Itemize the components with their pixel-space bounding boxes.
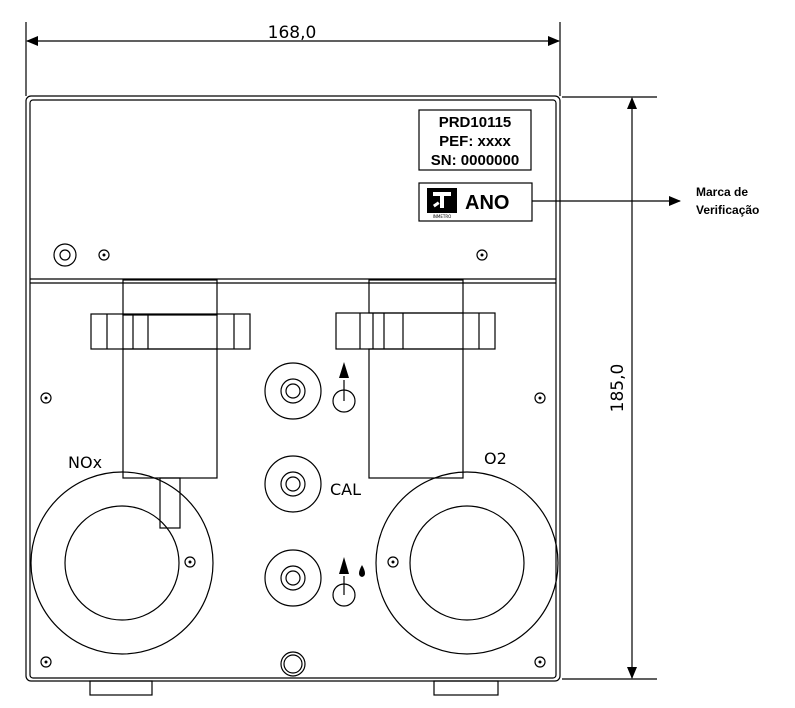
- left-foot: [89, 680, 153, 696]
- inmetro-logo-icon: INMETRO: [427, 188, 457, 219]
- right-foot: [433, 680, 499, 696]
- nox-label: NOx: [68, 453, 102, 472]
- id-plate: PRD10115 PEF: xxxx SN: 0000000: [418, 109, 532, 171]
- cal-label: CAL: [330, 480, 361, 499]
- screw-icon: [184, 556, 196, 568]
- inmetro-logo-text: INMETRO: [433, 214, 452, 219]
- screw-icon: [40, 392, 52, 404]
- gas-port-top: [264, 362, 322, 420]
- o2-sensor: O2: [335, 279, 559, 655]
- height-dimension: 185,0: [562, 96, 657, 680]
- top-left-connector: [53, 243, 77, 267]
- width-dimension: 168,0: [25, 22, 561, 96]
- gas-outlet-icon: [332, 557, 356, 607]
- verification-mark: INMETRO ANO Marca de Verificação: [418, 182, 759, 222]
- bottom-knob: [280, 651, 306, 677]
- id-plate-line1: PRD10115: [439, 114, 512, 131]
- screw-icon: [40, 656, 52, 668]
- id-plate-line2: PEF: xxxx: [439, 133, 511, 150]
- gas-inlet-icon: [332, 362, 356, 413]
- drop-icon: [359, 565, 365, 577]
- screw-icon: [387, 556, 399, 568]
- device-body: [25, 95, 561, 696]
- screw-icon: [534, 656, 546, 668]
- nox-sensor: NOx: [30, 279, 251, 655]
- verification-callout-line1: Marca de: [696, 185, 748, 199]
- gas-port-cal: [264, 455, 322, 513]
- verification-callout-line2: Verificação: [696, 203, 759, 217]
- width-dimension-label: 168,0: [268, 23, 317, 43]
- screw-icon: [476, 249, 488, 261]
- screw-icon: [534, 392, 546, 404]
- o2-label: O2: [484, 449, 507, 468]
- gas-port-bottom: [264, 549, 322, 607]
- verification-year: ANO: [465, 192, 509, 214]
- id-plate-line3: SN: 0000000: [431, 152, 519, 169]
- height-dimension-label: 185,0: [608, 364, 628, 413]
- screw-icon: [98, 249, 110, 261]
